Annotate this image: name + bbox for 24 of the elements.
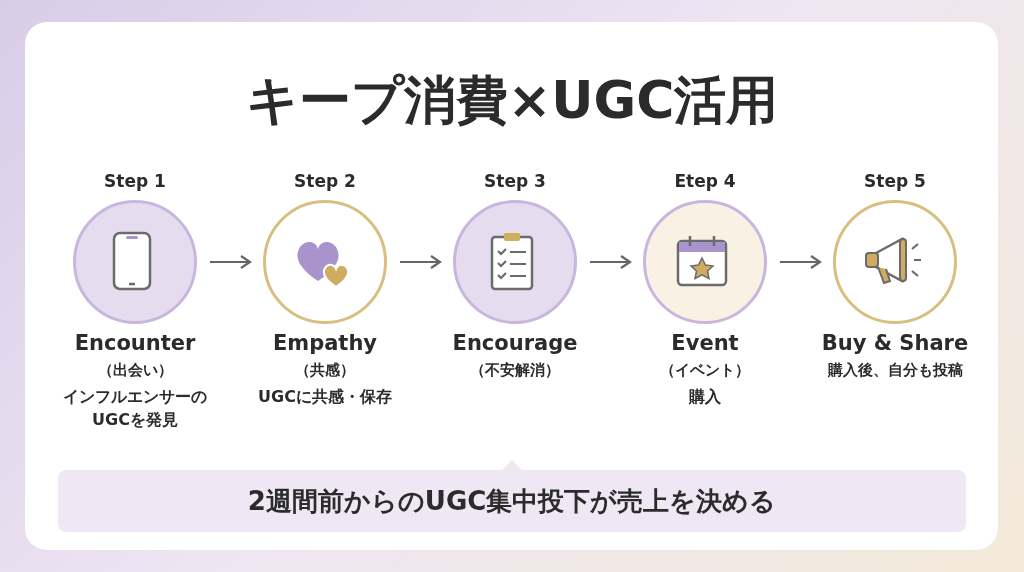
arrow bbox=[590, 254, 632, 270]
step-title: Empathy bbox=[271, 330, 379, 356]
arrow bbox=[780, 254, 822, 270]
step-title: Encourage bbox=[451, 330, 579, 356]
step-title: Encounter bbox=[73, 330, 197, 356]
step-subtitle: （出会い） bbox=[96, 360, 174, 381]
arrow bbox=[210, 254, 252, 270]
step-description: 購入 bbox=[688, 386, 722, 408]
step-subtitle: 購入後、自分も投稿 bbox=[826, 360, 964, 381]
step-description: インフルエンサーのUGCを発見 bbox=[62, 386, 208, 431]
step-subtitle: （共感） bbox=[294, 360, 356, 381]
step-description: UGCに共感・保存 bbox=[257, 386, 393, 408]
title: キープ消費×UGC活用 bbox=[244, 69, 780, 132]
step-subtitle: （不安解消） bbox=[469, 360, 561, 381]
step-label: Step 3 bbox=[483, 170, 547, 192]
step-title: Event bbox=[670, 330, 740, 356]
step-label: Step 1 bbox=[103, 170, 167, 192]
step-label: Step 5 bbox=[863, 170, 927, 192]
step-title: Buy & Share bbox=[820, 330, 970, 356]
arrow bbox=[400, 254, 442, 270]
step-label: Step 2 bbox=[293, 170, 357, 192]
step-subtitle: （イベント） bbox=[659, 360, 751, 381]
banner: 2週間前からのUGC集中投下が売上を決める bbox=[58, 470, 966, 532]
step-label: Etep 4 bbox=[673, 170, 737, 192]
